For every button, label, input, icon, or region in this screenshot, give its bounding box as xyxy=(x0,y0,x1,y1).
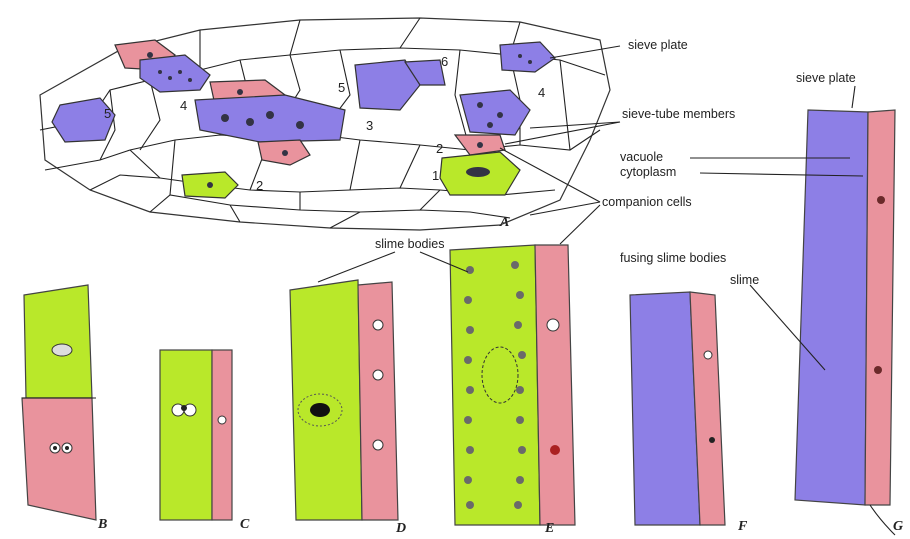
label-fusing-slime-bodies: fusing slime bodies xyxy=(620,251,726,265)
panel-letter-b: B xyxy=(97,517,107,532)
cell-f: F xyxy=(630,292,748,534)
panel-letter-c: C xyxy=(240,517,250,532)
label-sieve-plate-g: sieve plate xyxy=(796,71,856,85)
cell-number: 4 xyxy=(538,85,545,100)
label-sieve-tube-members: sieve-tube members xyxy=(622,107,735,121)
cell-d: D xyxy=(290,280,406,536)
panel-letter-f: F xyxy=(737,519,748,534)
cell-number: 3 xyxy=(366,118,373,133)
label-vacuole: vacuole xyxy=(620,150,663,164)
label-cytoplasm: cytoplasm xyxy=(620,165,676,179)
cell-number: 6 xyxy=(441,54,448,69)
panel-letter-a: A xyxy=(499,215,509,230)
cell-number: 2 xyxy=(436,141,443,156)
cell-number: 5 xyxy=(338,80,345,95)
cell-number: 4 xyxy=(180,98,187,113)
cell-c: C xyxy=(160,350,250,532)
label-companion-cells: companion cells xyxy=(602,195,692,209)
cell-number: 2 xyxy=(256,178,263,193)
cell-g: G xyxy=(795,110,903,535)
cell-number: 5 xyxy=(104,106,111,121)
panel-letter-e: E xyxy=(544,521,554,536)
cell-b: B xyxy=(22,285,107,532)
cross-section-a: 1 2 2 3 4 4 5 5 6 A xyxy=(40,18,610,230)
cell-number: 1 xyxy=(432,168,439,183)
label-slime-bodies: slime bodies xyxy=(375,237,444,251)
panel-letter-g: G xyxy=(893,519,903,534)
panel-letter-d: D xyxy=(395,521,406,536)
cell-e: E xyxy=(450,245,575,536)
label-slime: slime xyxy=(730,273,759,287)
label-sieve-plate-top: sieve plate xyxy=(628,38,688,52)
